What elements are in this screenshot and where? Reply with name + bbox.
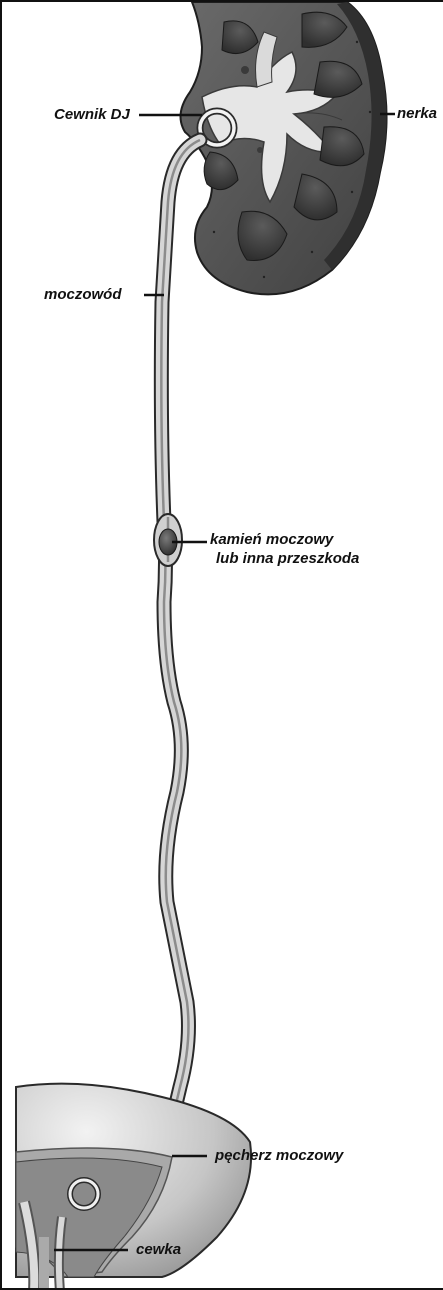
label-kidney: nerka xyxy=(397,105,437,123)
label-ureter: moczowód xyxy=(44,286,122,304)
label-stone-line1: kamień moczowy xyxy=(210,531,333,549)
label-stone-line2: lub inna przeszkoda xyxy=(216,550,359,568)
ureter-tube xyxy=(154,140,200,1142)
label-bladder: pęcherz moczowy xyxy=(215,1147,343,1165)
bladder-shape xyxy=(16,1084,251,1277)
label-catheter: Cewnik DJ xyxy=(54,106,130,124)
label-urethra: cewka xyxy=(136,1241,181,1259)
kidney-shape xyxy=(181,2,387,294)
